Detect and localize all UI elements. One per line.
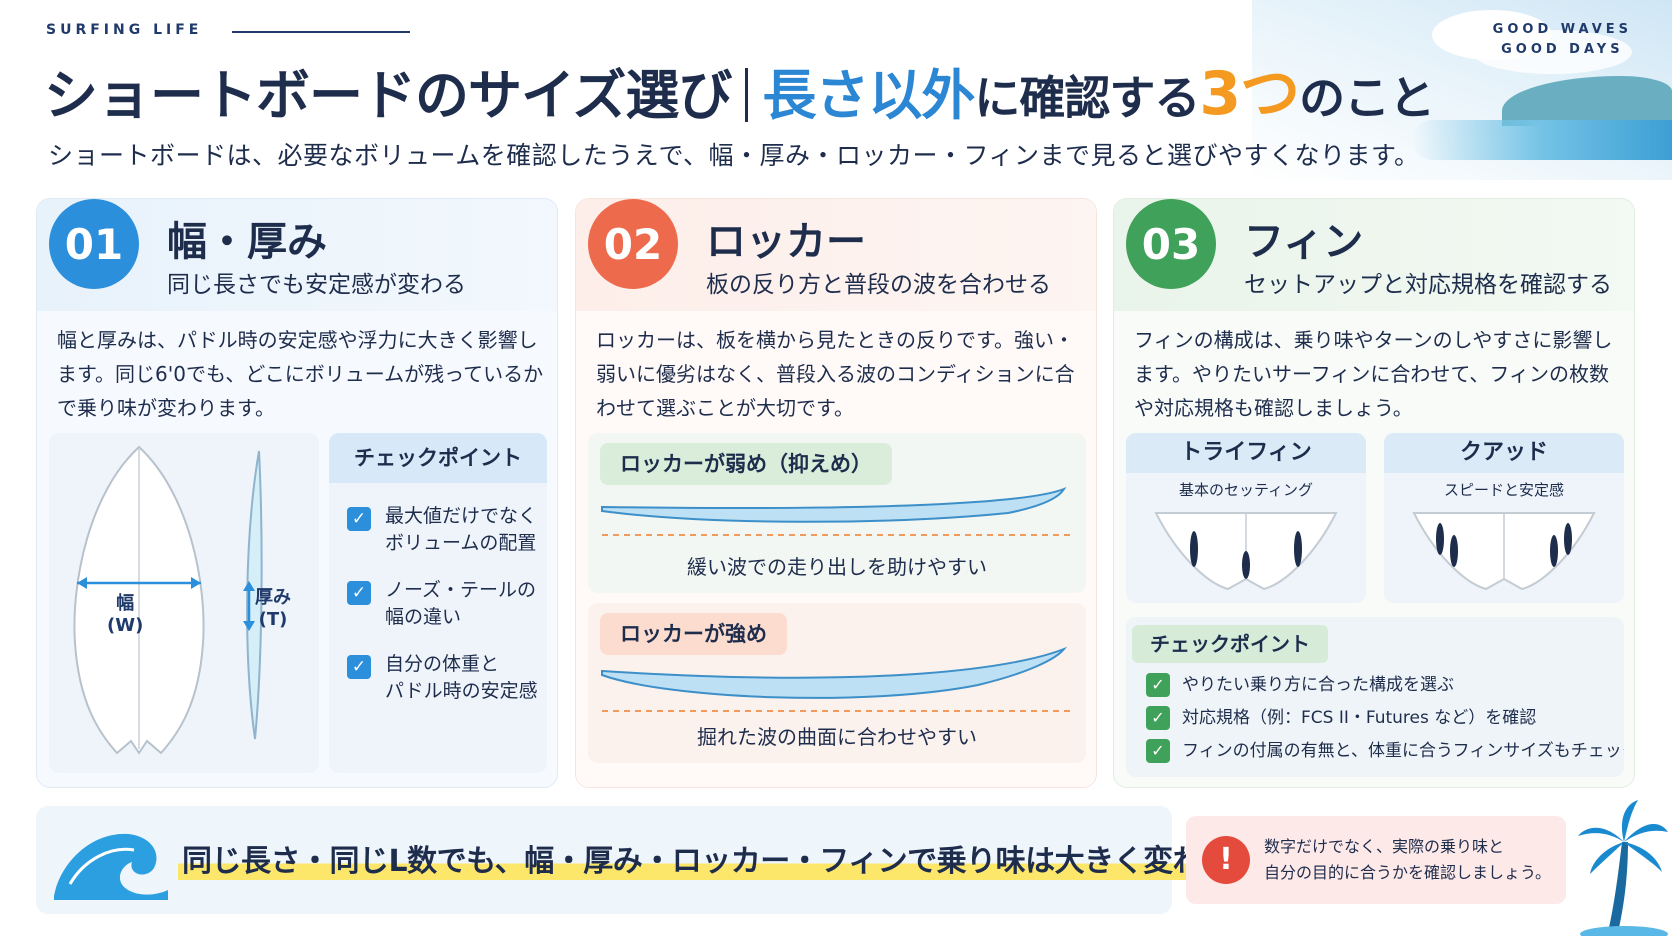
checkbox-icon: ✓ (1146, 706, 1170, 730)
checkpoint-item: ✓ ノーズ・テールの 幅の違い (329, 577, 547, 631)
card-body: ロッカーは、板を横から見たときの反りです。強い・弱いに優劣はなく、普段入る波のコ… (596, 328, 1075, 420)
card-title: ロッカー (706, 219, 866, 265)
summary-banner: 同じ長さ・同じL数でも、幅・厚み・ロッカー・フィンで乗り味は大きく変わる (36, 806, 1236, 914)
thickness-label-line-1: 厚み (255, 587, 291, 608)
width-label-line-1: 幅 (116, 593, 135, 614)
palm-tree-icon (1578, 800, 1668, 936)
fin-checkpoint-text: やりたい乗り方に合った構成を選ぶ (1182, 675, 1454, 695)
title-end: のこと (1299, 71, 1435, 125)
card-fin: 03 フィン セットアップと対応規格を確認する フィンの構成は、乗り味やターンの… (1113, 198, 1635, 788)
fin-checkpoint-item: ✓ やりたい乗り方に合った構成を選ぶ (1146, 673, 1454, 697)
quad-fin-tail-icon (1412, 512, 1596, 591)
checkpoint-line: ボリュームの配置 (385, 532, 537, 554)
fin-checkpoint-item: ✓ フィンの付属の有無と、体重に合うフィンサイズもチェック (1146, 739, 1624, 763)
card-subtitle: セットアップと対応規格を確認する (1244, 272, 1612, 298)
checkpoint-line: 幅の違い (385, 606, 462, 628)
title-blue: 長さ以外 (762, 64, 975, 127)
checkpoint-line: 最大値だけでなく (385, 505, 538, 527)
note-text: 数字だけでなく、実際の乗り味と 自分の目的に合うかを確認しましょう。 (1264, 834, 1551, 886)
board-diagram: 幅 (W) 厚み (T) (49, 433, 319, 773)
exclamation-icon: ! (1202, 836, 1250, 884)
card-number: 01 (49, 199, 139, 289)
checkbox-icon: ✓ (1146, 673, 1170, 697)
kicker: SURFING LIFE (46, 22, 203, 38)
card-header: 01 幅・厚み 同じ長さでも安定感が変わる (37, 199, 557, 311)
page-subtitle: ショートボードは、必要なボリュームを確認したうえで、幅・厚み・ロッカー・フィンま… (48, 141, 1420, 170)
card-body: フィンの構成は、乗り味やターンのしやすさに影響します。やりたいサーフィンに合わせ… (1134, 328, 1613, 420)
tri-fin-subtitle: 基本のセッティング (1178, 481, 1314, 499)
tagline: GOOD WAVES GOOD DAYS (1493, 20, 1632, 60)
checkbox-icon: ✓ (347, 655, 371, 679)
rocker-weak-tag: ロッカーが弱め（抑えめ） (600, 443, 892, 485)
fin-checkpoint-text: フィンの付属の有無と、体重に合うフィンサイズもチェック (1182, 741, 1624, 761)
title-number: 3つ (1199, 59, 1300, 129)
tri-fin-title: トライフィン (1126, 433, 1366, 473)
tagline-line-2: GOOD DAYS (1501, 42, 1624, 57)
board-profile-strong-icon (601, 646, 1072, 712)
quad-fin-panel: クアッド スピードと安定感 (1384, 433, 1624, 603)
note-box: ! 数字だけでなく、実際の乗り味と 自分の目的に合うかを確認しましょう。 (1186, 816, 1566, 904)
card-rocker: 02 ロッカー 板の反り方と普段の波を合わせる ロッカーは、板を横から見たときの… (575, 198, 1097, 788)
width-label: 幅 (W) (107, 593, 143, 637)
tri-fin-tail-icon (1154, 512, 1338, 591)
quad-fin-subtitle: スピードと安定感 (1443, 481, 1564, 499)
thickness-label-line-2: (T) (258, 609, 288, 630)
card-width-thickness: 01 幅・厚み 同じ長さでも安定感が変わる 幅と厚みは、パドル時の安定感や浮力に… (36, 198, 558, 788)
checkpoint-box: チェックポイント ✓ 最大値だけでなく ボリュームの配置 ✓ ノーズ・テールの … (329, 433, 547, 773)
card-header: 03 フィン セットアップと対応規格を確認する (1114, 199, 1634, 311)
tri-fin-panel: トライフィン 基本のセッティング (1126, 433, 1366, 603)
fin-checkpoint-item: ✓ 対応規格（例：FCS II・Futures など）を確認 (1146, 706, 1536, 730)
title-separator (745, 68, 749, 122)
wave-icon (54, 833, 168, 900)
checkbox-icon: ✓ (1146, 739, 1170, 763)
quad-fin-title: クアッド (1384, 433, 1624, 473)
card-title: 幅・厚み (167, 219, 327, 265)
board-profile-weak-icon (601, 487, 1072, 536)
cloud (1472, 30, 1632, 74)
checkpoint-line: 自分の体重と (385, 653, 500, 675)
note-line: 自分の目的に合うかを確認しましょう。 (1264, 863, 1552, 882)
card-subtitle: 板の反り方と普段の波を合わせる (706, 272, 1051, 298)
checkpoint-item: ✓ 自分の体重と パドル時の安定感 (329, 651, 547, 705)
rocker-strong-tag: ロッカーが強め (600, 613, 787, 655)
checkpoint-line: パドル時の安定感 (385, 680, 538, 702)
rocker-weak-caption: 緩い波での走り出しを助けやすい (687, 555, 987, 579)
width-label-line-2: (W) (107, 615, 144, 636)
title-main: ショートボードのサイズ選び (44, 64, 732, 127)
card-body: 幅と厚みは、パドル時の安定感や浮力に大きく影響します。同じ6'0でも、どこにボリ… (57, 328, 544, 420)
fin-checkpoint-text: 対応規格（例：FCS II・Futures など）を確認 (1182, 708, 1537, 728)
card-subtitle: 同じ長さでも安定感が変わる (167, 272, 466, 298)
checkpoint-line: ノーズ・テールの (385, 579, 537, 601)
note-line: 数字だけでなく、実際の乗り味と (1264, 837, 1505, 856)
surfboard-outline-icon (73, 445, 263, 755)
fin-checkpoint-title: チェックポイント (1132, 625, 1328, 663)
rocker-strong-caption: 掘れた波の曲面に合わせやすい (697, 725, 977, 749)
rocker-weak-panel: ロッカーが弱め（抑えめ） 緩い波での走り出しを助けやすい (588, 433, 1086, 593)
fin-checkpoint-box: チェックポイント ✓ やりたい乗り方に合った構成を選ぶ ✓ 対応規格（例：FCS… (1126, 617, 1624, 777)
checkbox-icon: ✓ (347, 581, 371, 605)
thickness-label: 厚み (T) (255, 587, 291, 631)
rocker-strong-panel: ロッカーが強め 掘れた波の曲面に合わせやすい (588, 603, 1086, 763)
checkpoint-title: チェックポイント (329, 433, 547, 483)
summary-text: 同じ長さ・同じL数でも、幅・厚み・ロッカー・フィンで乗り味は大きく変わる (178, 836, 1236, 880)
card-number: 03 (1126, 199, 1216, 289)
kicker-line (232, 31, 410, 33)
tagline-line-1: GOOD WAVES (1492, 22, 1632, 37)
card-header: 02 ロッカー 板の反り方と普段の波を合わせる (576, 199, 1096, 311)
card-number: 02 (588, 199, 678, 289)
title-mid: に確認する (974, 71, 1200, 125)
card-title: フィン (1244, 219, 1364, 265)
page-title: ショートボードのサイズ選び長さ以外に確認する3つのこと (44, 58, 1435, 134)
checkbox-icon: ✓ (347, 507, 371, 531)
checkpoint-item: ✓ 最大値だけでなく ボリュームの配置 (329, 503, 547, 557)
sea-illustration (1412, 120, 1672, 160)
